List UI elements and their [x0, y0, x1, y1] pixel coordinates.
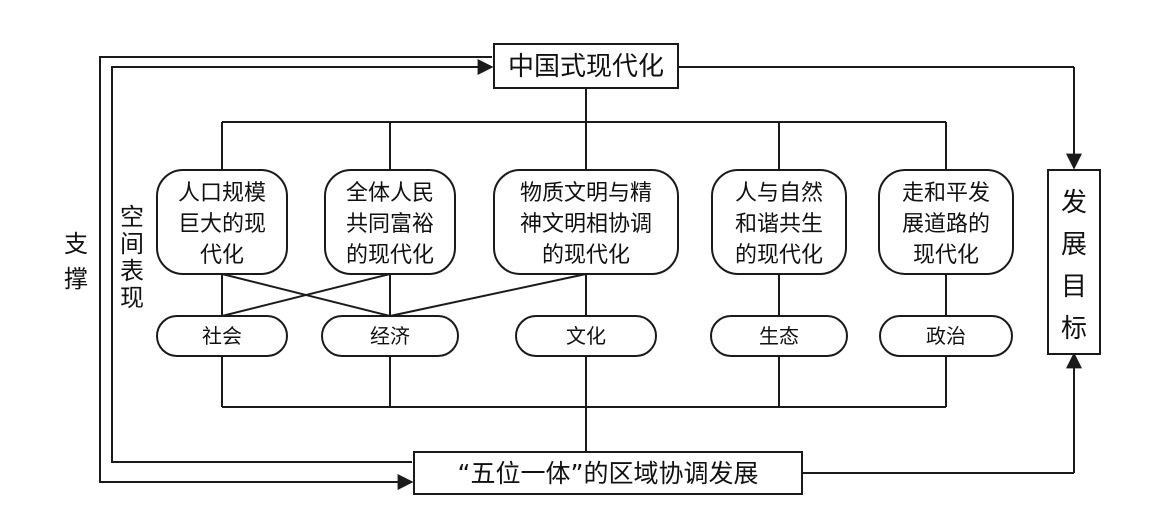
card-line: 人口规模 — [178, 181, 266, 206]
goal-box: 发 展 目 标 — [1047, 169, 1101, 355]
card-line: 展道路的 — [902, 212, 990, 237]
card-line: 现代化 — [913, 243, 979, 268]
bottom-box: “五位一体”的区域协调发展 — [413, 451, 803, 495]
oval: 生态 — [710, 315, 848, 357]
card-line: 人与自然 — [735, 181, 823, 206]
spatial-char: 间 — [120, 230, 144, 258]
card-line: 神文明相协调 — [520, 212, 652, 237]
card-line: 的现代化 — [542, 243, 630, 268]
oval-label: 文化 — [566, 324, 606, 348]
card-line: 全体人民 — [346, 181, 434, 206]
card-line: 共同富裕 — [346, 212, 434, 237]
oval-label: 经济 — [370, 324, 410, 348]
goal-char: 展 — [1061, 230, 1087, 260]
oval: 政治 — [879, 315, 1013, 357]
oval-label: 政治 — [926, 324, 966, 348]
spatial-label: 空 间 表 现 — [120, 203, 144, 312]
goal-char: 标 — [1061, 314, 1087, 344]
support-label: 支 撑 — [64, 230, 88, 293]
spatial-char: 现 — [120, 284, 144, 312]
card-line: 代化 — [200, 243, 244, 268]
card-line: 的现代化 — [735, 243, 823, 268]
top-box: 中国式现代化 — [493, 43, 679, 89]
bottom-label: “五位一体”的区域协调发展 — [458, 459, 759, 488]
oval-label: 社会 — [202, 324, 242, 348]
card: 走和平发 展道路的 现代化 — [878, 169, 1014, 275]
card: 全体人民 共同富裕 的现代化 — [324, 169, 456, 275]
card-line: 和谐共生 — [735, 212, 823, 237]
card-line: 巨大的现 — [178, 212, 266, 237]
oval: 经济 — [321, 315, 459, 357]
spatial-char: 空 — [120, 203, 144, 231]
connectors — [99, 56, 1082, 490]
support-char: 支 — [64, 230, 88, 258]
top-label: 中国式现代化 — [508, 52, 664, 82]
goal-char: 发 — [1061, 188, 1087, 218]
oval: 社会 — [156, 315, 288, 357]
oval-label: 生态 — [759, 324, 799, 348]
support-char: 撑 — [64, 265, 88, 293]
goal-char: 目 — [1061, 272, 1087, 302]
card: 人口规模 巨大的现 代化 — [156, 169, 288, 275]
oval: 文化 — [515, 315, 657, 357]
card-line: 走和平发 — [902, 181, 990, 206]
spatial-char: 表 — [120, 257, 144, 285]
card: 人与自然 和谐共生 的现代化 — [711, 169, 847, 275]
card-line: 的现代化 — [346, 243, 434, 268]
card: 物质文明与精 神文明相协调 的现代化 — [493, 169, 679, 275]
card-line: 物质文明与精 — [520, 181, 652, 206]
